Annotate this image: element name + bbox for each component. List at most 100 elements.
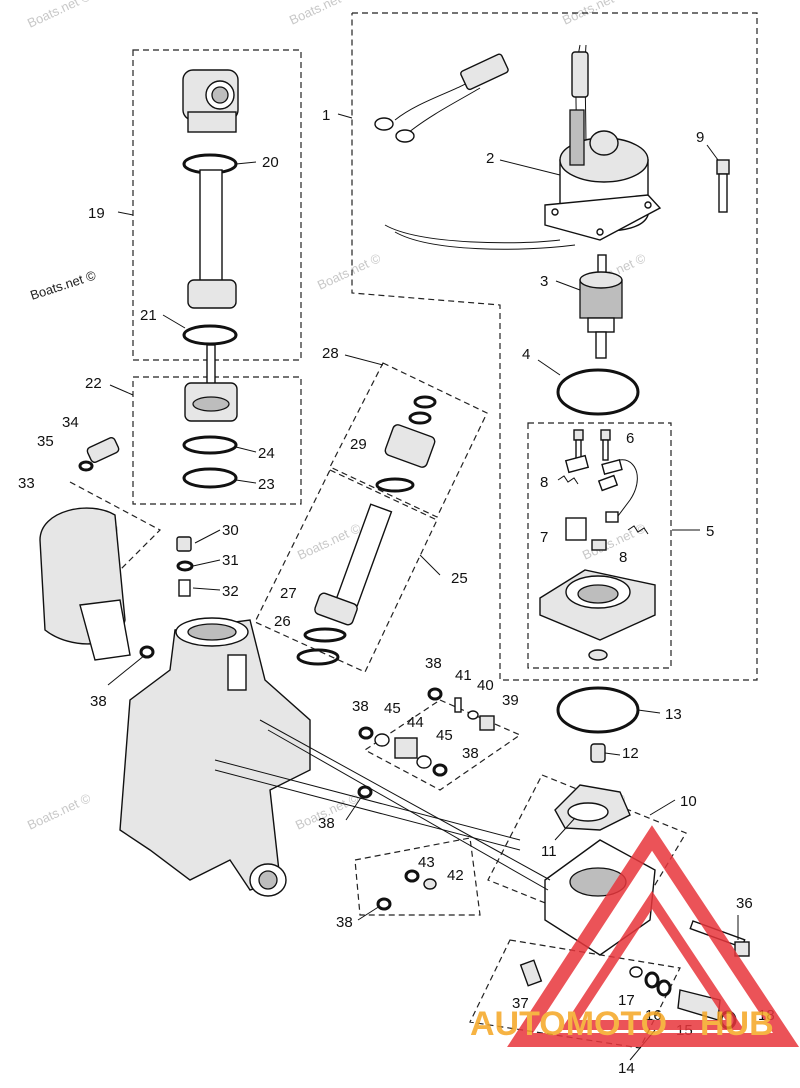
o-ring-4 <box>556 368 640 416</box>
logo-triangle-outer <box>507 825 800 1047</box>
plug-30 <box>176 536 192 552</box>
motor-bolt <box>716 159 730 213</box>
tilt-rod-assembly <box>182 69 239 346</box>
filter-32 <box>178 579 191 597</box>
watermark-4: Boats.net © <box>315 250 383 293</box>
callout-8-left: 8 <box>540 474 548 491</box>
o-ring-16 <box>644 971 660 989</box>
brush-holder-group-outline <box>527 422 672 669</box>
trim-rod-assembly <box>296 503 393 666</box>
brush-7 <box>565 517 587 541</box>
tilt-piston-group-outline <box>132 376 302 505</box>
callout-2: 2 <box>486 150 494 167</box>
callout-11: 11 <box>541 843 557 860</box>
o-ring-26 <box>303 627 347 643</box>
callout-17: 17 <box>618 992 635 1009</box>
trim-cap-assembly <box>375 395 437 493</box>
callout-30: 30 <box>222 522 239 539</box>
bolt-36-head <box>734 941 750 957</box>
watermark-1: Boats.net © <box>25 0 93 31</box>
callout-23: 23 <box>258 476 275 493</box>
screw-37 <box>519 959 543 987</box>
callout-41: 41 <box>455 667 472 684</box>
watermark-3: Boats.net © <box>560 0 628 28</box>
o-ring-trim-3 <box>375 477 415 493</box>
callout-39: 39 <box>502 692 519 709</box>
callout-38-low: 38 <box>318 815 335 832</box>
trim-rod <box>335 503 393 607</box>
armature-shaft <box>595 331 607 359</box>
callout-25: 25 <box>451 570 468 587</box>
tilt-piston-assembly <box>182 344 238 489</box>
callout-35: 35 <box>37 433 54 450</box>
o-ring-38-d <box>376 897 392 911</box>
cylinder-housing <box>119 617 551 897</box>
o-ring-trim-lower <box>296 648 340 666</box>
o-ring-15 <box>656 979 672 997</box>
bolt-shank <box>718 173 728 213</box>
o-ring-21 <box>182 324 238 346</box>
bearing <box>591 539 607 551</box>
automotohub-logo: AUTOMOTO HUB <box>470 825 800 1047</box>
callout-26: 26 <box>274 613 291 630</box>
o-ring-23 <box>182 467 238 489</box>
trim-sender <box>39 437 131 661</box>
trim-piston-27 <box>314 592 358 626</box>
callout-45-right: 45 <box>436 727 453 744</box>
rod-cap <box>187 111 237 133</box>
cylinder-boss <box>227 654 247 691</box>
callout-21: 21 <box>140 307 157 324</box>
callout-12: 12 <box>622 745 639 762</box>
trim-sender-outline <box>69 481 161 571</box>
callout-20: 20 <box>262 154 279 171</box>
callout-28: 28 <box>322 345 339 362</box>
oil-seal <box>588 649 608 661</box>
check-42 <box>423 878 437 890</box>
motor-dome <box>589 130 619 156</box>
leader-lines <box>107 113 739 1061</box>
spool-44 <box>394 737 418 759</box>
brush-plate <box>564 454 590 474</box>
callout-13: 13 <box>665 706 682 723</box>
callout-40: 40 <box>477 677 494 694</box>
motor-assembly <box>374 44 662 250</box>
logo-triangle-inner <box>560 890 745 1030</box>
callout-34: 34 <box>62 414 79 431</box>
callout-9: 9 <box>696 129 704 146</box>
watermark-9: Boats.net © <box>25 790 93 833</box>
callout-5: 5 <box>706 523 714 540</box>
callout-29: 29 <box>350 436 367 453</box>
brush-holder-assembly <box>539 429 656 661</box>
callout-16: 16 <box>645 1007 662 1024</box>
callout-36: 36 <box>736 895 753 912</box>
o-ring-38-top <box>427 687 443 701</box>
bolt-head <box>716 159 730 175</box>
callout-7: 7 <box>540 529 548 546</box>
trim-cap-group-outline <box>329 362 488 518</box>
tilt-rod <box>199 169 223 286</box>
group-outlines <box>69 12 758 1049</box>
ball-45-b <box>416 755 432 769</box>
o-ring-35 <box>78 460 94 472</box>
o-ring-13 <box>556 686 640 734</box>
trim-rod-group-outline <box>254 469 438 673</box>
o-ring-38-e <box>139 645 155 659</box>
spring-8-left <box>557 475 579 485</box>
callout-22: 22 <box>85 375 102 392</box>
o-ring-31 <box>176 560 194 572</box>
o-ring-24 <box>182 435 238 455</box>
pin-41 <box>454 697 462 713</box>
ball-17 <box>629 966 643 978</box>
sensor-34 <box>86 437 120 463</box>
tilt-rod-group-outline <box>132 49 302 361</box>
callout-44: 44 <box>407 714 424 731</box>
callout-37: 37 <box>512 995 529 1012</box>
screw-top-left <box>573 429 584 441</box>
lead-sleeve <box>460 53 509 91</box>
wire-sleeve <box>571 51 589 98</box>
callout-14: 14 <box>618 1060 635 1077</box>
callout-3: 3 <box>540 273 548 290</box>
spool-valve-outline <box>363 699 522 791</box>
ball-45-a <box>374 733 390 747</box>
